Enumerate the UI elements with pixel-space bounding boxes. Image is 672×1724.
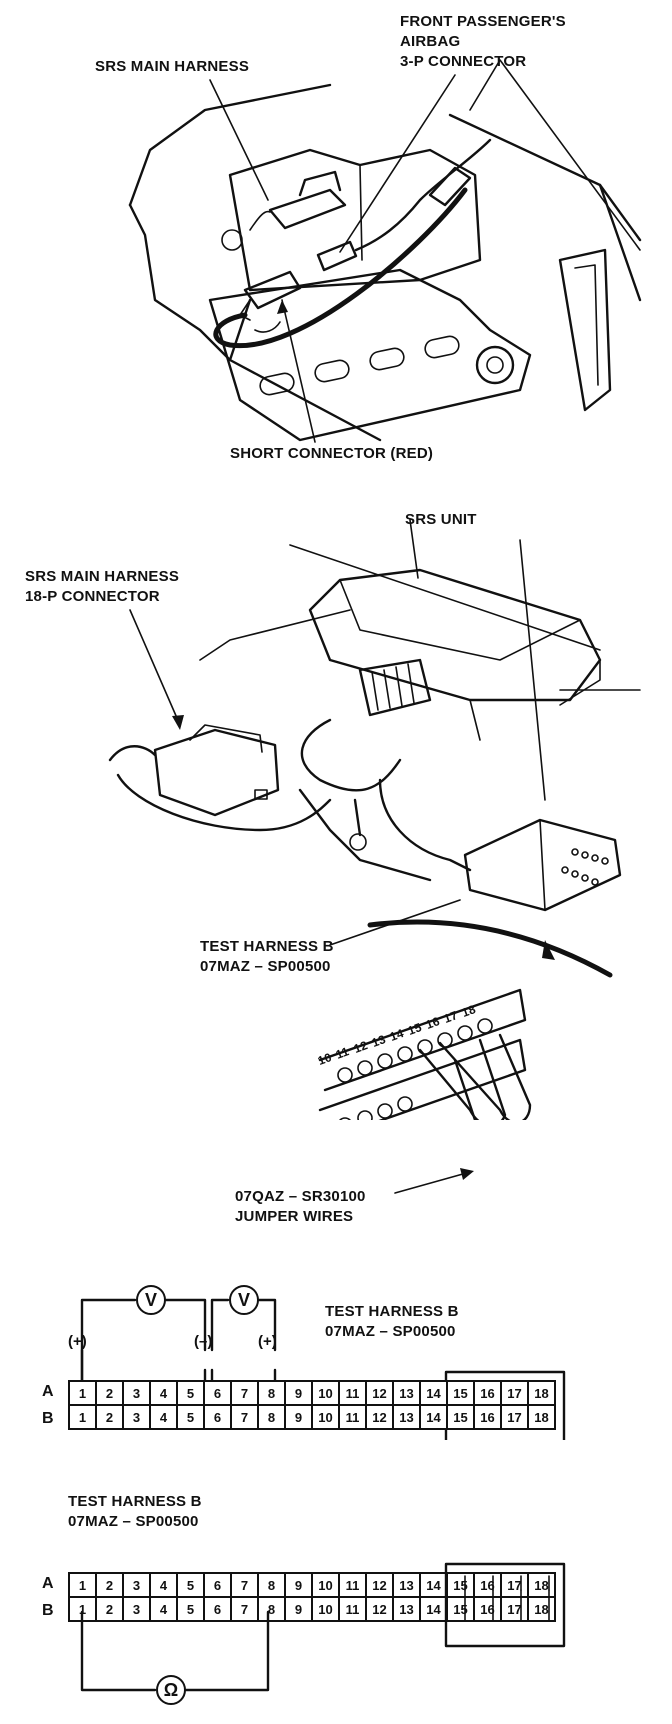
positive-probe-label-a1: (+) [68,1333,87,1350]
airbag-connector-label-line2: AIRBAG [400,33,461,50]
pin-b-8: 8 [257,1596,286,1622]
pin-a-12: 12 [365,1380,394,1406]
pin-b-13: 13 [392,1404,421,1430]
pin-b-14: 14 [419,1404,448,1430]
airbag-connector-label-line3: 3-P CONNECTOR [400,53,527,70]
jumper-wires-label-line1: 07QAZ – SR30100 [235,1188,366,1205]
pin-b-16: 16 [473,1596,502,1622]
jumper-wires-label-line2: JUMPER WIRES [235,1208,354,1225]
pin-b-11: 11 [338,1404,367,1430]
pin-b-8: 8 [257,1404,286,1430]
pin-a-13: 13 [392,1572,421,1598]
short-connector-label: SHORT CONNECTOR (RED) [230,445,434,462]
pin-b-5: 5 [176,1404,205,1430]
middle-figure-illustration [108,539,641,1120]
top-figure-leader-lines [209,74,456,443]
pin-b-18: 18 [527,1404,556,1430]
pin-b-10: 10 [311,1596,340,1622]
pin-b-1: 1 [68,1404,97,1430]
diagram1-row-b-label: B [42,1410,54,1427]
pin-a-9: 9 [284,1380,313,1406]
diagram2-row-b-label: B [42,1602,54,1619]
diagram1-row-a-label: A [42,1383,54,1400]
pin-b-12: 12 [365,1404,394,1430]
diagram2-title-line2: 07MAZ – SP00500 [68,1513,199,1530]
pin-b-13: 13 [392,1596,421,1622]
pin-a-14: 14 [419,1380,448,1406]
pin-b-17: 17 [500,1596,529,1622]
pin-a-12: 12 [365,1572,394,1598]
pin-b-15: 15 [446,1596,475,1622]
pin-a-5: 5 [176,1572,205,1598]
ohmmeter-icon: Ω [156,1675,186,1705]
diagram2-title-line1: TEST HARNESS B [68,1493,202,1510]
middle-figure-leader-lines [129,519,474,1194]
pin-b-15: 15 [446,1404,475,1430]
negative-probe-label-a5: (–) [194,1333,213,1350]
pin-b-17: 17 [500,1404,529,1430]
positive-probe-label-a7: (+) [258,1333,277,1350]
pin-b-3: 3 [122,1404,151,1430]
diagram1-title-line2: 07MAZ – SP00500 [325,1323,456,1340]
top-figure-illustration [128,59,642,442]
voltmeter-icon-2: V [229,1285,259,1315]
test-harness-label-line2: 07MAZ – SP00500 [200,958,331,975]
pin-a-9: 9 [284,1572,313,1598]
airbag-connector-label-line1: FRONT PASSENGER'S [400,13,566,30]
srs-unit-label: SRS UNIT [405,511,477,528]
main-harness-18p-label-line1: SRS MAIN HARNESS [25,568,180,585]
diagram1-title-line1: TEST HARNESS B [325,1303,459,1320]
pin-b-9: 9 [284,1596,313,1622]
voltmeter-icon-1: V [136,1285,166,1315]
pin-b-10: 10 [311,1404,340,1430]
pin-a-8: 8 [257,1572,286,1598]
pin-b-14: 14 [419,1596,448,1622]
diagram2-row-a-label: A [42,1575,54,1592]
pin-b-3: 3 [122,1596,151,1622]
pin-b-18: 18 [527,1596,556,1622]
test-harness-label-line1: TEST HARNESS B [200,938,334,955]
main-harness-18p-label-line2: 18-P CONNECTOR [25,588,160,605]
srs-main-harness-label: SRS MAIN HARNESS [95,58,250,75]
